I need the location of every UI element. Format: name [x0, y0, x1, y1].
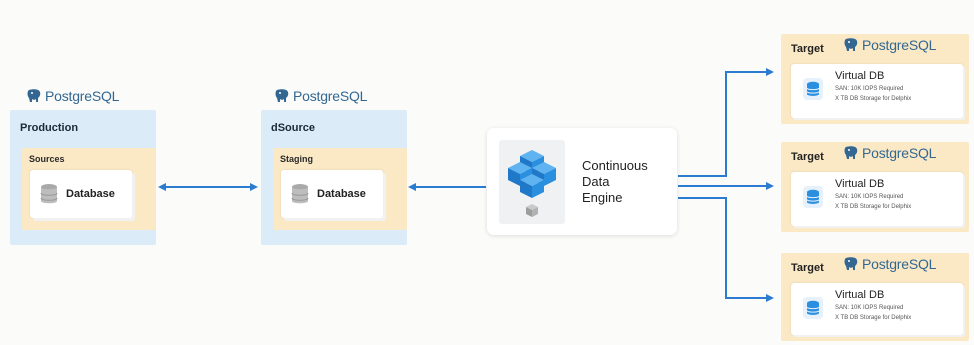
sources-group: Sources Database: [22, 148, 156, 230]
postgres-wordmark: PostgreSQL: [862, 145, 937, 161]
target-title: Target: [791, 43, 824, 55]
virtual-db-storage: X TB DB Storage for Delphix: [835, 96, 912, 102]
engine-label: Continuous Data Engine: [582, 158, 648, 206]
virtual-db-title: Virtual DB: [835, 289, 885, 301]
target-title: Target: [791, 151, 824, 163]
virtual-db-title: Virtual DB: [835, 178, 885, 190]
sources-label: Sources: [29, 154, 65, 164]
postgres-elephant-icon: [844, 257, 858, 270]
production-title: Production: [20, 122, 79, 134]
postgres-wordmark: PostgreSQL: [862, 256, 937, 272]
virtual-db-storage: X TB DB Storage for Delphix: [835, 204, 912, 210]
postgres-elephant-icon: [275, 89, 289, 102]
engine-label-line2: Data: [582, 174, 610, 189]
postgres-elephant-icon: [27, 89, 41, 102]
dsource-title: dSource: [271, 122, 316, 134]
virtual-db-card-1[interactable]: Virtual DB SAN: 10K IOPS Required X TB D…: [791, 64, 963, 118]
postgres-elephant-icon: [844, 146, 858, 159]
arrow-engine-target-1: [678, 68, 774, 177]
virtual-db-icon: [803, 297, 823, 319]
staging-group: Staging Database: [273, 148, 407, 230]
virtual-db-card-2[interactable]: Virtual DB SAN: 10K IOPS Required X TB D…: [791, 172, 963, 226]
production-database-card[interactable]: Database: [30, 170, 132, 218]
database-icon: [291, 184, 309, 204]
postgres-logo-target-1: PostgreSQL: [843, 37, 936, 53]
postgres-logo-dsource: PostgreSQL: [274, 88, 367, 104]
virtual-db-title: Virtual DB: [835, 70, 885, 82]
engine-label-line1: Continuous: [582, 158, 648, 173]
dsource-database-card[interactable]: Database: [281, 170, 383, 218]
postgres-logo-production: PostgreSQL: [26, 88, 119, 104]
virtual-db-storage: X TB DB Storage for Delphix: [835, 315, 912, 321]
virtual-db-iops: SAN: 10K IOPS Required: [835, 86, 904, 92]
target-panel-1: Target PostgreSQL Virtual DB SAN: 10K IO…: [781, 34, 969, 124]
arrow-engine-target-3: [678, 197, 774, 302]
postgres-elephant-icon: [844, 38, 858, 51]
staging-label: Staging: [280, 154, 313, 164]
postgres-logo-target-3: PostgreSQL: [843, 256, 936, 272]
dsource-panel: dSource Staging Database: [261, 110, 407, 245]
virtual-db-icon: [803, 186, 823, 208]
engine-icon-box: [499, 140, 565, 224]
target-panel-2: Target PostgreSQL Virtual DB SAN: 10K IO…: [781, 142, 969, 232]
cube-cluster-icon: [508, 150, 556, 217]
postgres-wordmark: PostgreSQL: [293, 88, 368, 104]
continuous-data-engine-card[interactable]: Continuous Data Engine: [487, 128, 677, 235]
postgres-logo-target-2: PostgreSQL: [843, 145, 936, 161]
virtual-db-iops: SAN: 10K IOPS Required: [835, 194, 904, 200]
production-panel: Production Sources Database: [10, 110, 156, 245]
target-panel-3: Target PostgreSQL Virtual DB SAN: 10K IO…: [781, 253, 969, 341]
target-title: Target: [791, 262, 824, 274]
postgres-wordmark: PostgreSQL: [862, 37, 937, 53]
postgres-wordmark: PostgreSQL: [45, 88, 120, 104]
virtual-db-icon: [803, 78, 823, 100]
engine-label-line3: Engine: [582, 190, 623, 205]
virtual-db-card-3[interactable]: Virtual DB SAN: 10K IOPS Required X TB D…: [791, 283, 963, 335]
database-icon: [40, 184, 58, 204]
production-database-label: Database: [66, 188, 115, 200]
virtual-db-iops: SAN: 10K IOPS Required: [835, 305, 904, 311]
dsource-database-label: Database: [317, 188, 366, 200]
